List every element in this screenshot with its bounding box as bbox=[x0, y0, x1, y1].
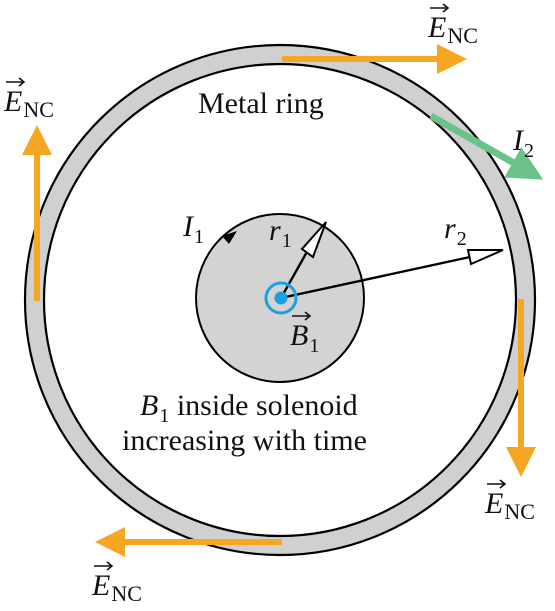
i1-label: I1 bbox=[182, 210, 204, 248]
solenoid-caption-line2: increasing with time bbox=[122, 424, 367, 457]
b-field-dot-icon bbox=[274, 291, 288, 305]
enc-label-right: ENC bbox=[484, 487, 535, 524]
b-field-out-of-page-icon bbox=[264, 281, 298, 315]
r2-label: r2 bbox=[444, 212, 467, 250]
i2-label: I2 bbox=[512, 124, 534, 162]
i2-current-arrow bbox=[429, 112, 544, 180]
enc-vector-arrow-right-icon bbox=[487, 479, 507, 489]
enc-label-left: ENC bbox=[3, 85, 54, 122]
i1-current-arrow bbox=[222, 231, 237, 244]
metal-ring-label: Metal ring bbox=[198, 87, 324, 120]
r1-label: r1 bbox=[269, 214, 292, 252]
enc-label-bottom: ENC bbox=[91, 569, 142, 606]
enc-vector-arrow-bottom-icon bbox=[94, 561, 114, 571]
enc-vector-arrow-left-icon bbox=[6, 77, 26, 87]
r2-arrowhead bbox=[466, 249, 504, 266]
r2-radius-line bbox=[280, 255, 471, 300]
b1-vector-arrow-icon bbox=[292, 311, 312, 321]
enc-label-top: ENC bbox=[427, 11, 478, 48]
r1-arrowhead bbox=[300, 221, 327, 259]
r1-radius-line bbox=[279, 249, 310, 299]
b1-vector-label: B1 bbox=[290, 319, 319, 357]
solenoid-caption-line1: B1 inside solenoid bbox=[140, 389, 358, 427]
enc-vector-arrow-top-icon bbox=[430, 3, 450, 13]
